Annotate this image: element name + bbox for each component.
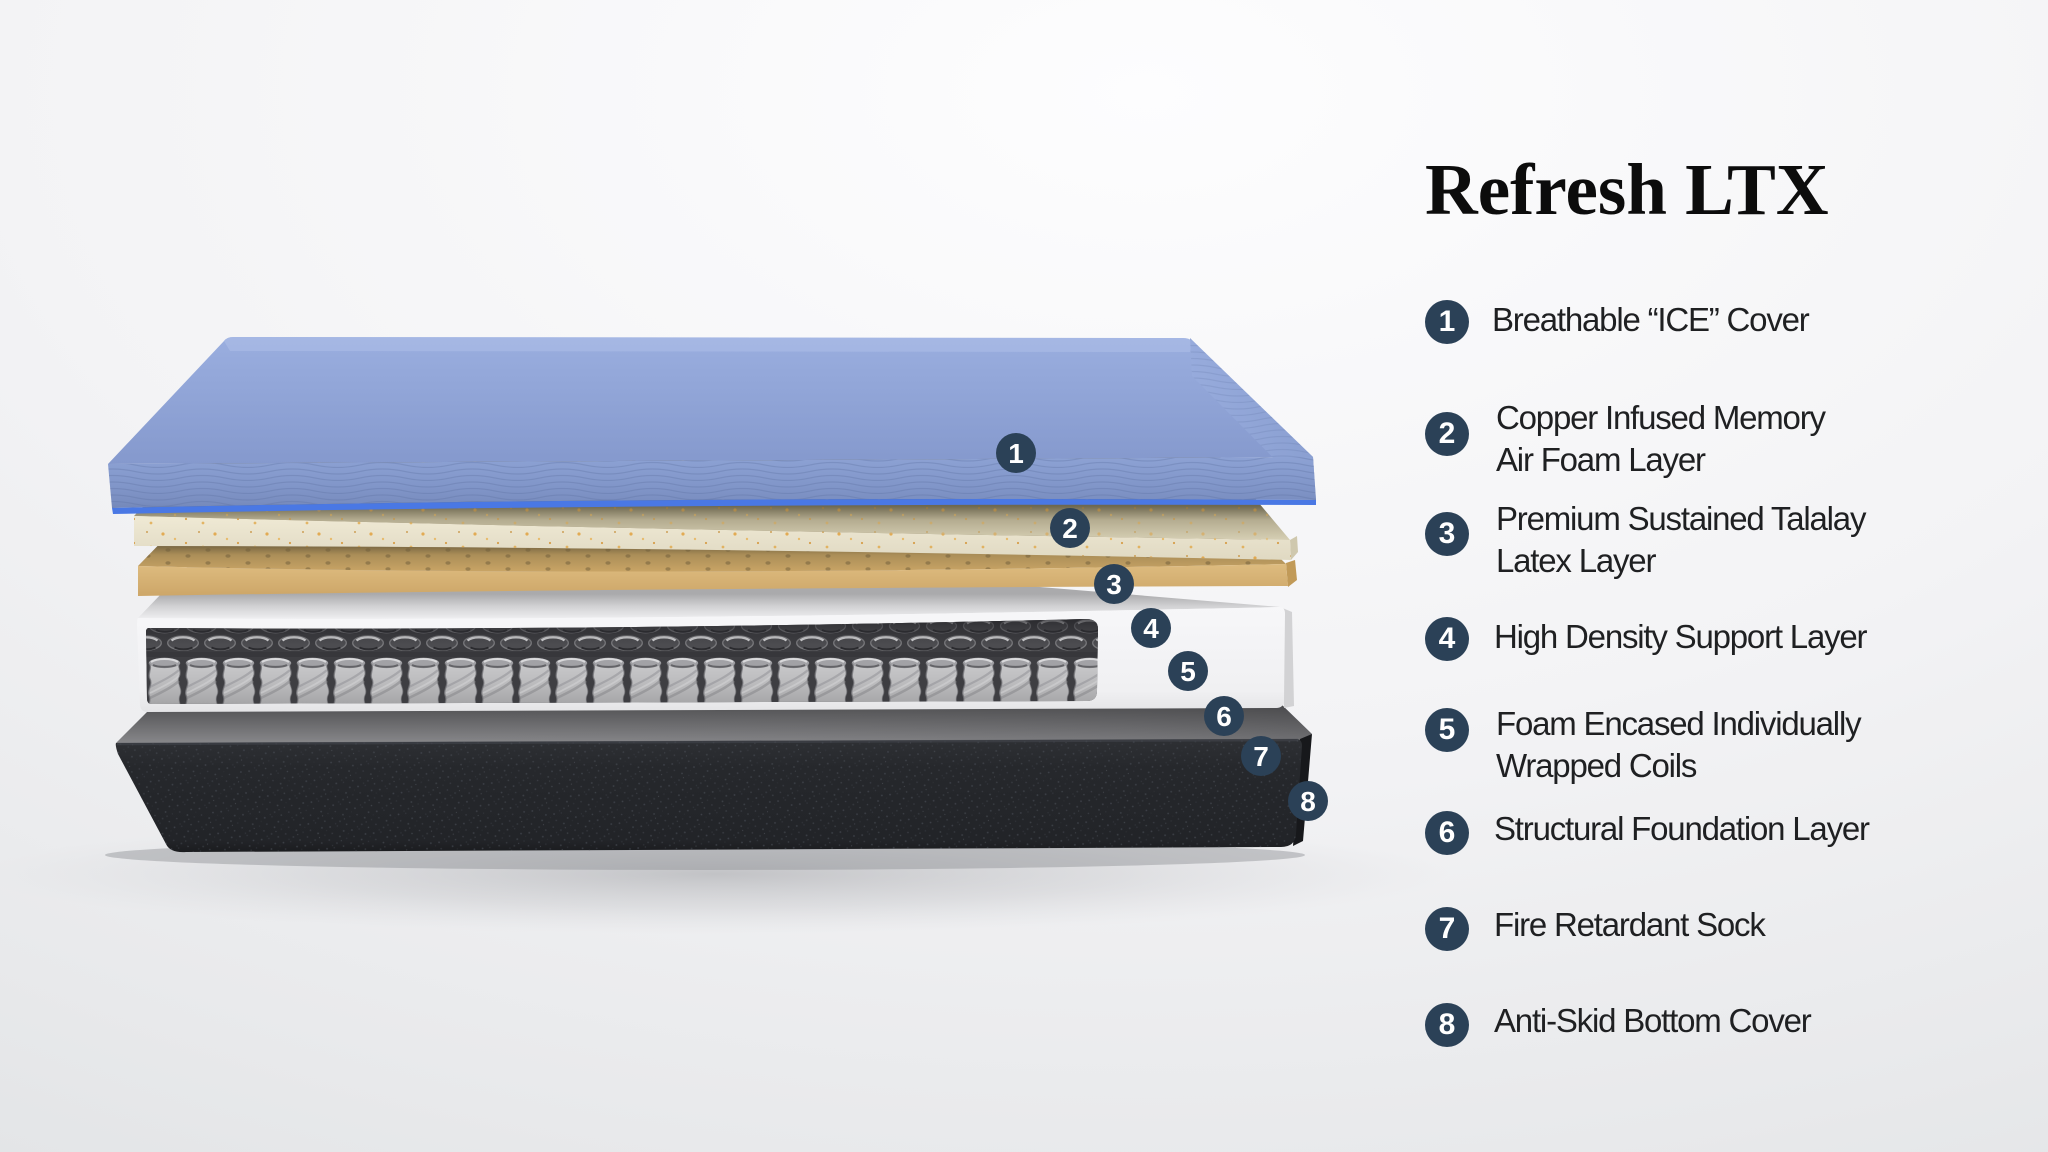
svg-text:7: 7 xyxy=(1253,741,1269,772)
svg-text:4: 4 xyxy=(1143,613,1159,644)
svg-text:1: 1 xyxy=(1008,438,1024,469)
svg-text:5: 5 xyxy=(1180,656,1196,687)
svg-text:3: 3 xyxy=(1106,569,1122,600)
svg-text:6: 6 xyxy=(1216,701,1232,732)
svg-text:2: 2 xyxy=(1062,513,1078,544)
svg-text:8: 8 xyxy=(1300,786,1316,817)
